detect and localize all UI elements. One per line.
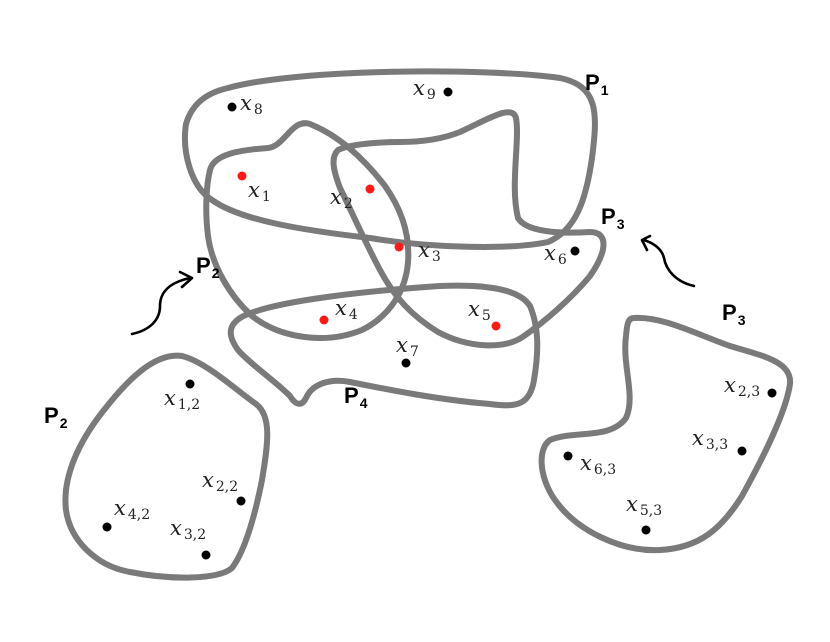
- arrow-to-p3: [642, 238, 696, 288]
- region-p3-main: [330, 109, 607, 349]
- partition-label-p3-main: P3: [601, 204, 625, 232]
- partition-label-p2-main: P2: [196, 253, 220, 281]
- region-p2-part: [62, 352, 271, 581]
- region-p3-part: [538, 314, 794, 554]
- point-x22: [236, 496, 246, 506]
- point-x8: [227, 102, 237, 112]
- arrow-to-p2: [130, 276, 192, 336]
- point-x9: [443, 87, 453, 97]
- point-x12: [185, 379, 195, 389]
- point-x33: [737, 446, 747, 456]
- point-x5: [491, 321, 501, 331]
- point-x32: [201, 550, 211, 560]
- arrow-head-p2: [178, 270, 194, 289]
- point-x1: [237, 171, 247, 181]
- partition-label-p1: P1: [585, 70, 609, 98]
- point-x42: [102, 522, 112, 532]
- region-p4: [227, 282, 541, 409]
- point-x6: [570, 246, 580, 256]
- point-x23: [767, 388, 777, 398]
- region-p1: [182, 68, 598, 250]
- partition-label-p3-part: P3: [722, 300, 746, 328]
- region-p2-main: [203, 120, 412, 341]
- point-x3: [394, 242, 404, 252]
- point-x2: [365, 184, 375, 194]
- point-x53: [641, 525, 651, 535]
- point-x7: [401, 358, 411, 368]
- point-x4: [319, 315, 329, 325]
- partition-label-p2-part: P2: [44, 403, 68, 431]
- arrow-head-p3: [640, 234, 652, 252]
- partition-label-p4: P4: [344, 383, 368, 411]
- point-x63: [563, 451, 573, 461]
